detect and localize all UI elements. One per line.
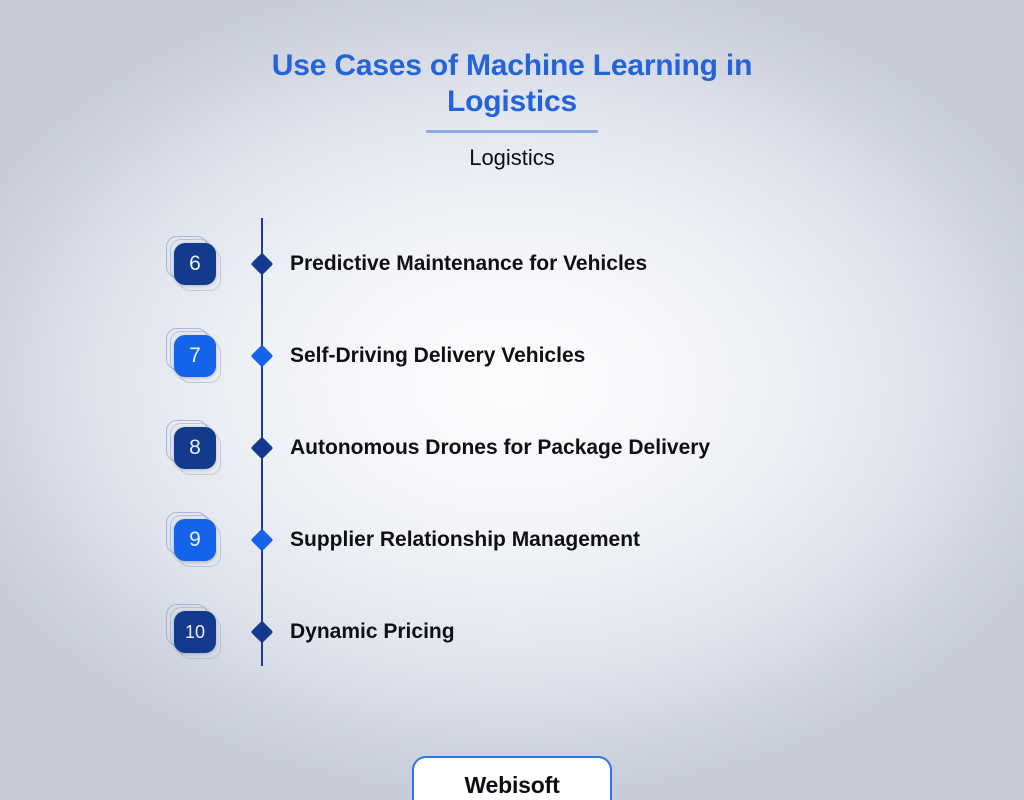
step-number-badge: 6 bbox=[166, 236, 222, 292]
subtitle: Logistics bbox=[469, 145, 555, 170]
timeline-item: 8 Autonomous Drones for Package Delivery bbox=[0, 402, 1024, 494]
timeline-item-label: Dynamic Pricing bbox=[290, 620, 455, 643]
timeline-item-label: Supplier Relationship Management bbox=[290, 528, 641, 551]
diamond-marker-icon bbox=[250, 252, 274, 276]
step-number-badge-value: 9 bbox=[174, 519, 216, 561]
step-number-badge-value: 6 bbox=[174, 243, 216, 285]
timeline-item-label: Predictive Maintenance for Vehicles bbox=[290, 252, 648, 275]
timeline-item: 9 Supplier Relationship Management bbox=[0, 494, 1024, 586]
timeline-item-label: Self-Driving Delivery Vehicles bbox=[290, 344, 586, 367]
header: Use Cases of Machine Learning in Logisti… bbox=[0, 48, 1024, 171]
step-number-badge: 7 bbox=[166, 328, 222, 384]
diamond-marker-icon bbox=[250, 620, 274, 644]
step-number-badge: 10 bbox=[166, 604, 222, 660]
diamond-marker-icon bbox=[250, 528, 274, 552]
step-number-badge: 8 bbox=[166, 420, 222, 476]
page-title: Use Cases of Machine Learning in Logisti… bbox=[271, 49, 753, 118]
timeline-item-label: Autonomous Drones for Package Delivery bbox=[290, 436, 711, 459]
timeline-item-list: 6 Predictive Maintenance for Vehicles 7 Sel… bbox=[0, 218, 1024, 678]
step-number-badge-value: 8 bbox=[174, 427, 216, 469]
diamond-marker-icon bbox=[250, 436, 274, 460]
brand-logo: Webisoft bbox=[412, 756, 612, 800]
timeline-item: 10 Dynamic Pricing bbox=[0, 586, 1024, 678]
title-divider bbox=[426, 130, 598, 133]
timeline: 6 Predictive Maintenance for Vehicles 7 Sel… bbox=[0, 218, 1024, 668]
step-number-badge-value: 10 bbox=[174, 611, 216, 653]
step-number-badge: 9 bbox=[166, 512, 222, 568]
step-number-badge-value: 7 bbox=[174, 335, 216, 377]
timeline-item: 6 Predictive Maintenance for Vehicles bbox=[0, 218, 1024, 310]
brand-logo-text: Webisoft bbox=[464, 771, 560, 798]
timeline-item: 7 Self-Driving Delivery Vehicles bbox=[0, 310, 1024, 402]
diamond-marker-icon bbox=[250, 344, 274, 368]
